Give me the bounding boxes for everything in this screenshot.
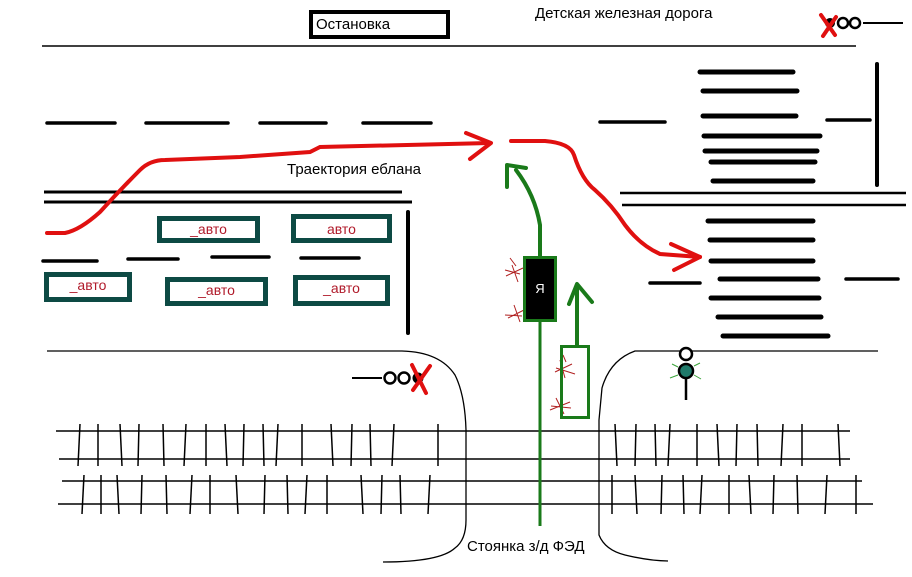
railway-sleeper [350,423,353,467]
trajectory-line-2 [509,139,702,259]
parked-car: _авто [165,277,268,306]
railway-sleeper [716,423,720,467]
railway-sleeper [399,474,402,515]
railway-sleeper [77,423,81,467]
railway-sleeper [242,423,245,467]
railway-sleeper [682,474,685,515]
parked-car: авто [291,214,392,243]
crosswalk-lower [705,218,831,339]
railway-sleeper [140,474,143,515]
lane-dashes-parking [41,255,900,285]
my-path-line [514,168,542,258]
railway-sleeper [119,423,123,467]
signal-top-right [819,13,903,38]
trajectory-arrowhead-2 [669,242,702,272]
lane-dashes-top [45,118,872,125]
parking-label: Стоянка з/д ФЭД [467,538,585,555]
parked-car: _авто [44,272,132,302]
railway-sleeper [654,423,657,467]
road-edge-bottom-left [47,350,467,563]
parked-car: _авто [157,216,260,243]
crosswalk-upper [697,69,823,184]
railway-sleeper [660,474,663,515]
my-car: Я [523,256,557,322]
railway-sleeper [330,423,334,467]
railway-sleeper [81,474,85,515]
railway-sleeper [735,423,738,467]
trajectory-label: Траектория еблана [287,161,421,178]
railway-sleeper [189,474,193,515]
road-edge-bottom-right [598,350,878,562]
my-path-arrowhead [505,163,528,189]
railway-sleeper [224,423,228,467]
railway-sleeper [699,474,703,515]
trajectory-arrowhead-1 [464,131,493,161]
parked-car: _авто [293,275,390,306]
railway-sleeper [837,423,841,467]
double-line-right [620,191,906,207]
railway-sleeper [263,474,266,515]
bus-stop-label: Остановка [309,10,450,39]
railway-sleeper [116,474,120,515]
railway-sleeper [275,423,279,467]
railway-sleeper [165,474,168,515]
railway-sleeper [369,423,372,467]
railway-sleeper [262,423,265,467]
railway-sleeper [772,474,775,515]
railway-sleeper [427,474,431,515]
double-line-left [44,190,412,204]
railway-sleeper [360,474,364,515]
railway-sleeper [614,423,618,467]
railway-sleeper [183,423,187,467]
railway-sleeper [667,423,671,467]
green-car-arrowhead [567,282,594,306]
railway-sleeper [391,423,395,467]
railway-sleeper [796,474,799,515]
trajectory-line-1 [45,141,492,235]
railway-sleeper [634,423,637,467]
railway-sleeper [137,423,140,467]
signal-left [352,363,432,395]
railway-sleeper [748,474,752,515]
children-railway-label: Детская железная дорога [535,5,713,22]
cross-mark-icon [819,13,838,38]
railway-sleepers [77,423,857,515]
other-car-green [560,345,590,419]
railway-sleeper [235,474,239,515]
railway-sleeper [824,474,828,515]
railway-sleeper [380,474,383,515]
railway-sleeper [756,423,759,467]
railway-sleeper [780,423,784,467]
railway-sleeper [162,423,165,467]
railway-sleeper [304,474,308,515]
railway-sleeper [634,474,638,515]
cross-mark-icon [410,363,432,395]
railway-sleeper [286,474,289,515]
signal-right [669,346,702,400]
